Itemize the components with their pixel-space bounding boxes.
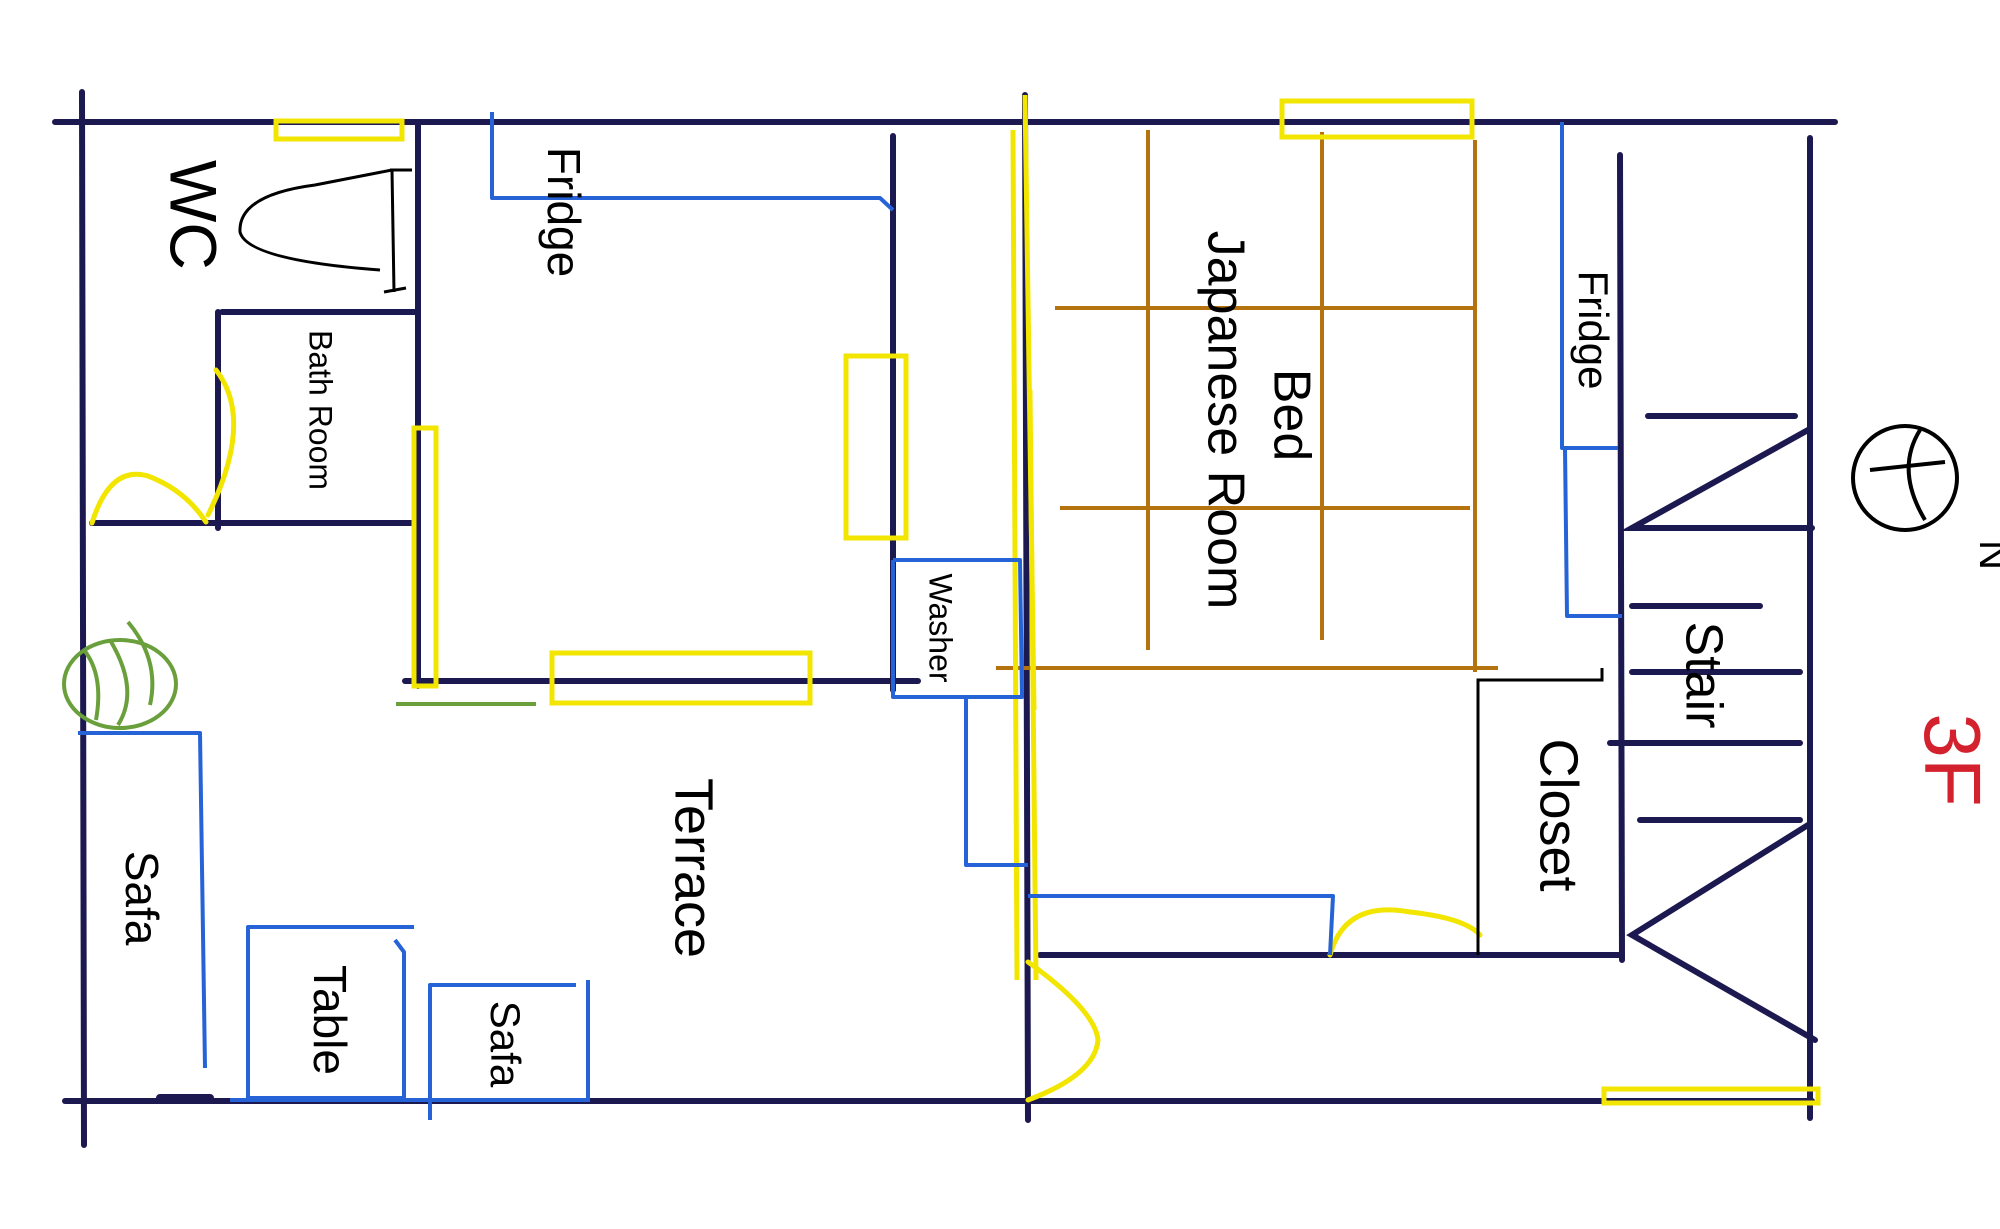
wall-left: [79, 89, 87, 1148]
toilet-tank-base: [383, 286, 407, 294]
window-top-right: [1279, 98, 1475, 140]
window-room-bottom: [549, 650, 813, 706]
toilet-tank: [390, 169, 396, 293]
door-swings: [89, 367, 1483, 1103]
compass-icon: [1851, 424, 1959, 532]
room-label-terrace: Terrace: [664, 778, 724, 958]
window-bottom-right: [1601, 1086, 1821, 1106]
door-swing-closet: [1327, 907, 1483, 958]
fixtures: [238, 168, 1604, 955]
room-label-safa-left: Safa: [116, 851, 168, 946]
fridge-left-outline: [490, 112, 895, 212]
door-swing-bath-upper: [205, 367, 237, 518]
fridge-right-outline: [1560, 122, 1618, 450]
room-label-fridge-left: Fridge: [538, 147, 590, 277]
room-label-table: Table: [304, 965, 356, 1075]
room-label-bed: Bed: [1262, 369, 1320, 462]
plant-leaf: [126, 620, 155, 706]
washer-outline: [891, 558, 1024, 699]
plant-icon: [62, 620, 536, 730]
door-swing-terrace: [1025, 959, 1101, 1103]
closet-outline: [1476, 668, 1604, 955]
stair-arrow-lower: [1626, 822, 1818, 1043]
toilet-icon: [238, 168, 393, 272]
window-center-strip: [1027, 389, 1039, 981]
compass-needle: [1906, 428, 1927, 522]
room-label-stair: Stair: [1674, 622, 1732, 729]
stair: [1607, 413, 1818, 1043]
safa-left-outline: [78, 731, 207, 1069]
tatami-grid: [996, 130, 1498, 672]
room-label-washer: Washer: [923, 573, 959, 682]
stair-arrow-upper: [1620, 427, 1811, 531]
plant-leaf: [108, 638, 130, 727]
floor-label: 3F: [1908, 713, 1997, 806]
room-label-wc: WC: [157, 160, 231, 270]
compass-letter: N: [1971, 540, 2000, 570]
furniture: [78, 112, 1622, 1120]
compass-circle: [1851, 424, 1959, 532]
window-room-right: [843, 353, 909, 541]
washer-drain-line: [964, 697, 1028, 867]
room-label-safa-bottom: Safa: [482, 1001, 529, 1088]
room-labels: WC Bath Room Fridge Terrace Safa Table S…: [116, 147, 1732, 1088]
window-center-strip: [1010, 129, 1020, 981]
windows: [273, 94, 1821, 1106]
wall-stair-left: [1617, 152, 1625, 963]
plant-leaf: [82, 648, 101, 721]
room-label-closet: Closet: [1529, 738, 1589, 891]
japanese-room-divider: [1028, 894, 1335, 956]
window-room-left: [411, 425, 439, 689]
safa-bottom-outline: [428, 983, 576, 1120]
door-swing-bath-lower: [89, 471, 209, 526]
window-wc-top: [273, 118, 405, 142]
fridge-right-lower: [1563, 447, 1622, 618]
plant-circle: [62, 638, 178, 730]
room-label-fridge-right: Fridge: [1570, 270, 1617, 389]
room-label-bath-room: Bath Room: [303, 330, 339, 490]
room-label-japanese-room: Japanese Room: [1196, 231, 1254, 610]
